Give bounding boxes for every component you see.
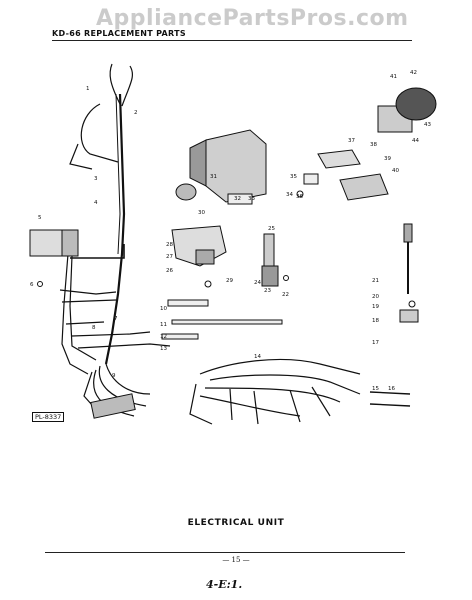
- callout-9: 9: [112, 373, 116, 379]
- callout-8: 8: [92, 325, 96, 331]
- callout-36: 36: [296, 194, 303, 200]
- callout-25: 25: [268, 226, 275, 232]
- callout-14: 14: [254, 354, 261, 360]
- callout-labels: 1 2 3 4 5 6 7 8 9 10 11 12 13 14 15 16 1…: [30, 70, 431, 392]
- callout-39: 39: [384, 156, 391, 162]
- callout-32: 32: [234, 196, 241, 202]
- callout-6: 6: [30, 282, 34, 288]
- callout-43: 43: [424, 122, 431, 128]
- callout-44: 44: [412, 138, 419, 144]
- page-code: 4-E:1.: [206, 578, 243, 591]
- watermark: AppliancePartsPros.com: [96, 6, 409, 31]
- callout-22: 22: [282, 292, 289, 298]
- callout-18: 18: [372, 318, 379, 324]
- diagram-caption: ELECTRICAL UNIT: [187, 518, 285, 528]
- callout-21: 21: [372, 278, 379, 284]
- page-number: — 15 —: [222, 556, 250, 564]
- callout-2: 2: [134, 110, 138, 116]
- callout-37: 37: [348, 138, 355, 144]
- callout-33: 33: [248, 196, 255, 202]
- callout-24: 24: [254, 280, 261, 286]
- callout-28: 28: [166, 242, 173, 248]
- callout-3: 3: [94, 176, 98, 182]
- callout-1: 1: [86, 86, 90, 92]
- callout-13: 13: [160, 346, 167, 352]
- callout-10: 10: [160, 306, 167, 312]
- component-shapes: [29, 87, 437, 419]
- callout-16: 16: [388, 386, 395, 392]
- footer-rule: [45, 552, 405, 553]
- electrical-unit-diagram: 1 2 3 4 5 6 7 8 9 10 11 12 13 14 15 16 1…: [29, 63, 437, 425]
- callout-29: 29: [226, 278, 233, 284]
- callout-26: 26: [166, 268, 173, 274]
- callout-20: 20: [372, 294, 379, 300]
- callout-7: 7: [114, 316, 118, 322]
- callout-17: 17: [372, 340, 379, 346]
- figure-reference-code: PL-8337: [32, 412, 65, 422]
- callout-19: 19: [372, 304, 379, 310]
- callout-27: 27: [166, 254, 173, 260]
- callout-11: 11: [160, 322, 167, 328]
- callout-4: 4: [94, 200, 98, 206]
- header-rule: [52, 40, 412, 41]
- callout-15: 15: [372, 386, 379, 392]
- callout-31: 31: [210, 174, 217, 180]
- page-header: KD-66 REPLACEMENT PARTS: [52, 29, 186, 38]
- callout-38: 38: [370, 142, 377, 148]
- callout-34: 34: [286, 192, 293, 198]
- callout-5: 5: [38, 215, 42, 221]
- callout-41: 41: [390, 74, 397, 80]
- wire-harness: [59, 63, 361, 425]
- callout-40: 40: [392, 168, 399, 174]
- callout-35: 35: [290, 174, 297, 180]
- callout-23: 23: [264, 288, 271, 294]
- callout-42: 42: [410, 70, 417, 76]
- callout-30: 30: [198, 210, 205, 216]
- callout-12: 12: [160, 334, 167, 340]
